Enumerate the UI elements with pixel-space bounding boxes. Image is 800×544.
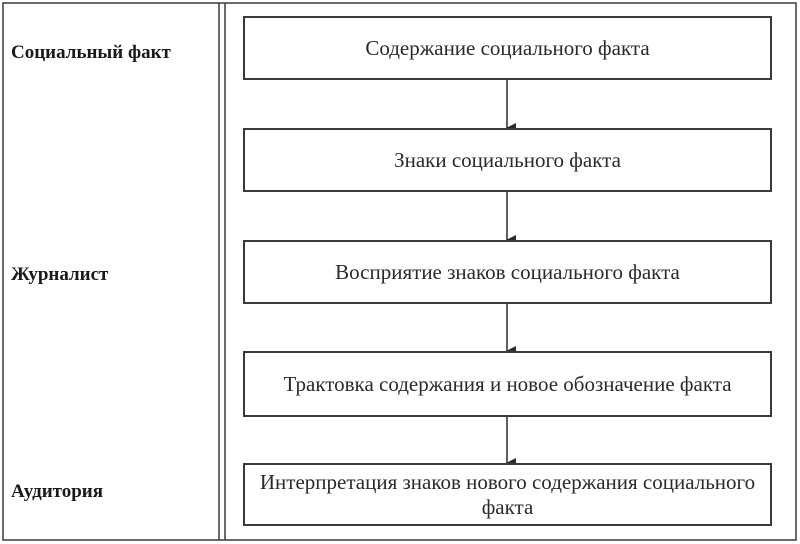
- row-label-journalist: Журналист: [11, 264, 109, 285]
- step-text: Содержание социального факта: [365, 35, 650, 60]
- row-label-social-fact: Социальный факт: [11, 42, 171, 63]
- row-label-audience: Аудитория: [11, 481, 104, 502]
- step-text: Интерпретация знаков нового содержания с…: [259, 469, 756, 519]
- step-text: Трактовка содержания и новое обозначение…: [283, 371, 732, 396]
- step-box-perception: Восприятие знаков социального факта: [243, 240, 772, 304]
- step-box-audience-interpretation: Интерпретация знаков нового содержания с…: [243, 463, 772, 526]
- step-text: Знаки социального факта: [394, 147, 621, 172]
- step-text: Восприятие знаков социального факта: [335, 259, 680, 284]
- step-box-signs: Знаки социального факта: [243, 128, 772, 192]
- step-box-interpretation: Трактовка содержания и новое обозначение…: [243, 351, 772, 417]
- step-box-content: Содержание социального факта: [243, 16, 772, 80]
